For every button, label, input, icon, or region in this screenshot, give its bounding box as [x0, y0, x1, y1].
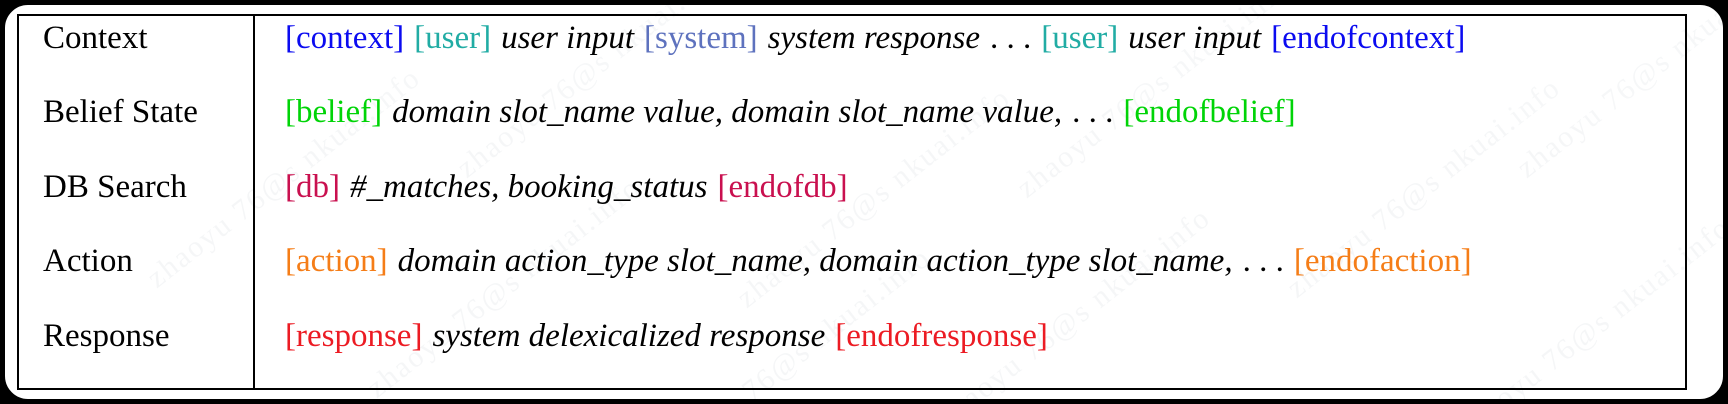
- row-content-cell: [response]system delexicalized response[…: [255, 314, 1685, 388]
- description-text: user input: [1128, 20, 1262, 56]
- row-label: DB Search: [43, 168, 187, 205]
- row-label-cell: Response: [19, 313, 255, 388]
- row-content-cell: [action]domain action_type slot_name, do…: [255, 239, 1685, 313]
- special-token: [system]: [644, 20, 758, 56]
- row-label: Action: [43, 243, 133, 280]
- special-token: [context]: [285, 20, 405, 56]
- description-text: user input: [501, 20, 634, 56]
- description-text: . . .: [1242, 243, 1284, 280]
- special-token: [endofbelief]: [1123, 94, 1296, 131]
- special-token: [user]: [1041, 20, 1119, 56]
- row-label: Belief State: [43, 94, 198, 131]
- row-label-cell: Belief State: [19, 90, 255, 165]
- description-text: #_matches, booking_status: [349, 168, 708, 205]
- row-content-cell: [db]#_matches, booking_status[endofdb]: [255, 165, 1685, 239]
- description-text: system delexicalized response: [432, 317, 826, 354]
- special-token: [user]: [414, 20, 492, 56]
- row-content-cell: [context][user]user input[system]system …: [255, 16, 1685, 90]
- row-label-cell: Action: [19, 239, 255, 314]
- special-token: [endofaction]: [1293, 243, 1472, 280]
- description-text: . . .: [989, 20, 1032, 56]
- schema-table: Context[context][user]user input[system]…: [17, 14, 1687, 390]
- description-text: system response: [767, 20, 980, 56]
- special-token: [endofresponse]: [835, 317, 1048, 354]
- row-label: Context: [43, 20, 148, 56]
- row-label-cell: Context: [19, 16, 255, 91]
- row-label: Response: [43, 317, 170, 354]
- special-token: [endofcontext]: [1271, 20, 1466, 56]
- special-token: [db]: [285, 168, 340, 205]
- description-text: . . .: [1072, 94, 1114, 131]
- special-token: [belief]: [285, 94, 383, 131]
- row-label-cell: DB Search: [19, 164, 255, 240]
- description-text: domain action_type slot_name, domain act…: [397, 243, 1233, 280]
- special-token: [response]: [285, 317, 423, 354]
- special-token: [endofdb]: [717, 168, 848, 205]
- description-text: domain slot_name value, domain slot_name…: [392, 94, 1063, 131]
- special-token: [action]: [285, 243, 388, 280]
- row-content-cell: [belief]domain slot_name value, domain s…: [255, 90, 1685, 164]
